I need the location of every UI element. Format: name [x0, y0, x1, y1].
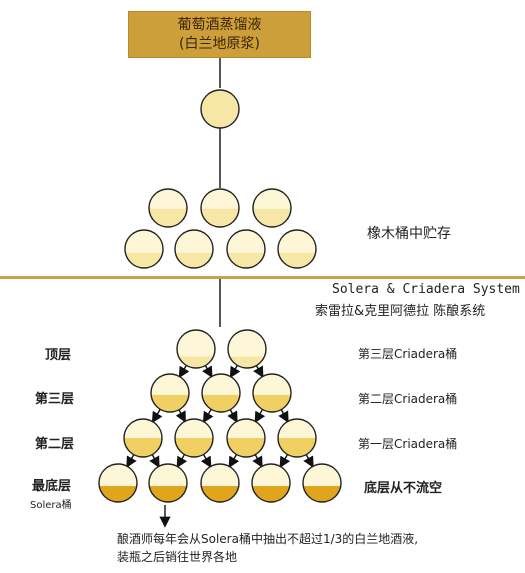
source-box: 葡萄酒蒸馏液 (白兰地原浆) [128, 11, 311, 58]
layer-label-bottom: 最底层 [32, 479, 72, 494]
right-label-first-criadera: 第一层Criadera桶 [358, 437, 458, 451]
barrel-third-layer-2 [201, 373, 241, 413]
barrel-third-layer-3 [252, 373, 292, 413]
source-subtitle: (白兰地原浆) [179, 36, 260, 52]
section-divider [0, 276, 525, 279]
barrel-second-layer-3 [226, 418, 266, 458]
layer-label-second: 第二层 [35, 437, 75, 452]
barrel-bottom-layer-3 [200, 463, 240, 503]
barrel-bottom-layer-4 [251, 463, 291, 503]
barrel-second-layer-1 [123, 418, 163, 458]
note-line-1: 酿酒师每年会从Solera桶中抽出不超过1/3的白兰地酒液, [117, 532, 419, 546]
layer-label-top: 顶层 [45, 348, 72, 363]
right-label-second-criadera: 第二层Criadera桶 [358, 392, 458, 406]
barrel-bottom-layer-5 [302, 463, 342, 503]
barrel-storage-bottom-4 [277, 229, 317, 269]
system-name-en: Solera & Criadera System [332, 282, 520, 297]
barrel-storage-bottom-1 [124, 229, 164, 269]
storage-label: 橡木桶中贮存 [367, 226, 451, 242]
barrel-storage-top-2 [200, 188, 240, 228]
system-name-cn: 索雷拉&克里阿德拉 陈酿系统 [315, 304, 486, 319]
barrel-third-layer-1 [150, 373, 190, 413]
barrel-top-layer-1 [176, 329, 216, 369]
barrel-intake [200, 89, 240, 129]
layer-label-solera: Solera桶 [30, 500, 72, 511]
barrel-top-layer-2 [227, 329, 267, 369]
barrel-storage-top-3 [252, 188, 292, 228]
source-title: 葡萄酒蒸馏液 [177, 17, 262, 33]
layer-label-third: 第三层 [35, 392, 75, 407]
barrel-storage-top-1 [148, 188, 188, 228]
right-label-bottom: 底层从不流空 [364, 481, 443, 496]
barrel-bottom-layer-1 [98, 463, 138, 503]
barrel-bottom-layer-2 [148, 463, 188, 503]
barrel-storage-bottom-2 [174, 229, 214, 269]
right-label-third-criadera: 第三层Criadera桶 [358, 347, 458, 361]
barrel-second-layer-2 [174, 418, 214, 458]
barrel-second-layer-4 [277, 418, 317, 458]
barrel-storage-bottom-3 [226, 229, 266, 269]
note-line-2: 装瓶之后销往世界各地 [117, 550, 238, 564]
